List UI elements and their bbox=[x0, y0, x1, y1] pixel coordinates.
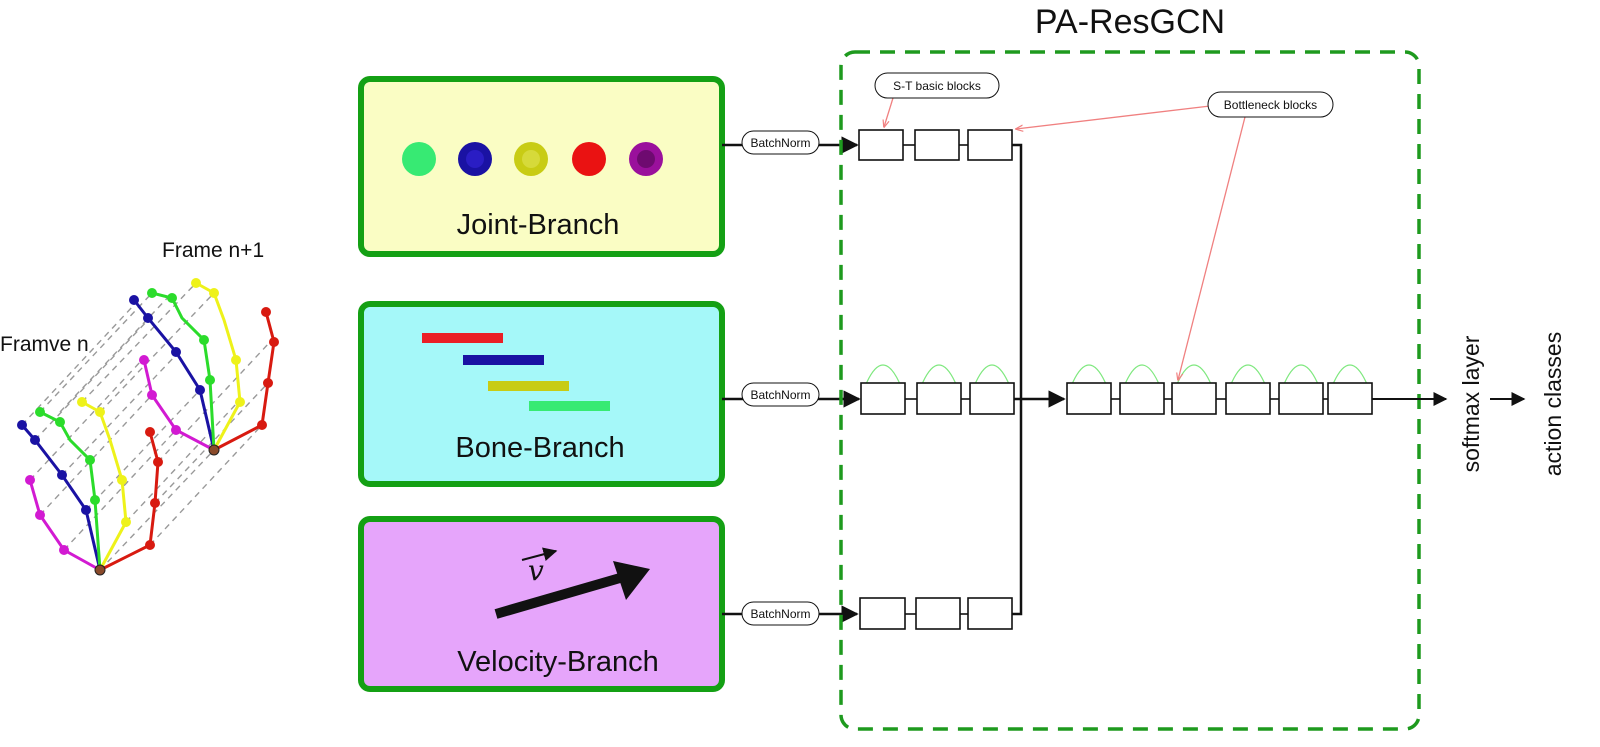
bottleneck-block bbox=[967, 129, 1013, 161]
pa-resgcn-frame bbox=[839, 50, 1421, 731]
bottleneck-block bbox=[1225, 382, 1271, 415]
bottleneck-block bbox=[1327, 382, 1373, 415]
pa-resgcn-title: PA-ResGCN bbox=[1035, 3, 1225, 41]
joint-branch-label: Joint-Branch bbox=[457, 209, 620, 241]
skeleton-illustration: Framve n Frame n+1 bbox=[0, 239, 279, 576]
bone-bar-red bbox=[422, 333, 503, 343]
bottleneck-block bbox=[914, 129, 960, 161]
batchnorm-label: BatchNorm bbox=[750, 388, 810, 402]
velocity-arrow-shaft bbox=[494, 573, 622, 619]
batchnorm-velocity: BatchNorm bbox=[741, 601, 820, 626]
bone-branch-box bbox=[358, 301, 725, 487]
velocity-symbol-arrow bbox=[521, 547, 558, 561]
st-basic-block bbox=[859, 597, 906, 630]
velocity-branch-label: Velocity-Branch bbox=[457, 646, 659, 678]
joint-dot-green bbox=[402, 142, 436, 176]
softmax-layer-label: softmax layer bbox=[1458, 335, 1484, 472]
st-basic-block bbox=[1066, 382, 1112, 415]
st-basic-callout: S-T basic blocks bbox=[874, 72, 1000, 99]
skeleton-frame-n-joints bbox=[17, 397, 163, 576]
bottleneck-block bbox=[1171, 382, 1217, 415]
skeleton-frame-n bbox=[20, 400, 160, 572]
bottleneck-callout-label: Bottleneck blocks bbox=[1224, 98, 1317, 112]
velocity-symbol: v bbox=[528, 554, 544, 587]
skeleton-frame-n1-joints bbox=[129, 278, 279, 456]
joint-branch: Joint-Branch bbox=[358, 76, 725, 257]
st-basic-callout-label: S-T basic blocks bbox=[893, 79, 981, 93]
bottleneck-block bbox=[916, 382, 962, 415]
bone-bar-blue bbox=[463, 355, 544, 365]
bottleneck-block bbox=[1278, 382, 1324, 415]
velocity-stream-blocks bbox=[859, 597, 1013, 630]
bone-branch: Bone-Branch bbox=[358, 301, 725, 487]
bottleneck-block bbox=[915, 597, 961, 630]
bottleneck-block bbox=[1119, 382, 1165, 415]
callout-lines bbox=[884, 97, 1246, 380]
frame-n-label: Framve n bbox=[0, 333, 89, 356]
batchnorm-bone: BatchNorm bbox=[741, 382, 820, 407]
batchnorm-label: BatchNorm bbox=[750, 607, 810, 621]
frame-n1-label: Frame n+1 bbox=[162, 239, 264, 262]
joint-dot-red bbox=[572, 142, 606, 176]
velocity-branch: v Velocity-Branch bbox=[358, 516, 725, 692]
batchnorm-joint: BatchNorm bbox=[741, 130, 820, 155]
bottleneck-callout: Bottleneck blocks bbox=[1207, 91, 1334, 118]
bone-bar-green bbox=[529, 401, 610, 411]
bone-bar-yellow bbox=[488, 381, 569, 391]
fusion-connector bbox=[1012, 143, 1066, 616]
main-stream-residual-arcs bbox=[1066, 364, 1373, 398]
joint-stream-blocks bbox=[858, 129, 1013, 161]
skeleton-frame-n1 bbox=[132, 281, 276, 452]
action-classes-label: action classes bbox=[1540, 332, 1566, 476]
st-basic-block bbox=[860, 382, 906, 415]
branch-connections bbox=[722, 136, 861, 623]
velocity-arrow-head bbox=[613, 561, 650, 600]
bone-stream-blocks bbox=[860, 382, 1015, 415]
bone-branch-label: Bone-Branch bbox=[455, 432, 624, 464]
st-basic-block bbox=[858, 129, 904, 161]
frame-correspondence-lines bbox=[21, 282, 271, 571]
main-stream-blocks bbox=[1066, 382, 1373, 415]
batchnorm-label: BatchNorm bbox=[750, 136, 810, 150]
bottleneck-block bbox=[969, 382, 1015, 415]
bottleneck-block bbox=[967, 597, 1013, 630]
